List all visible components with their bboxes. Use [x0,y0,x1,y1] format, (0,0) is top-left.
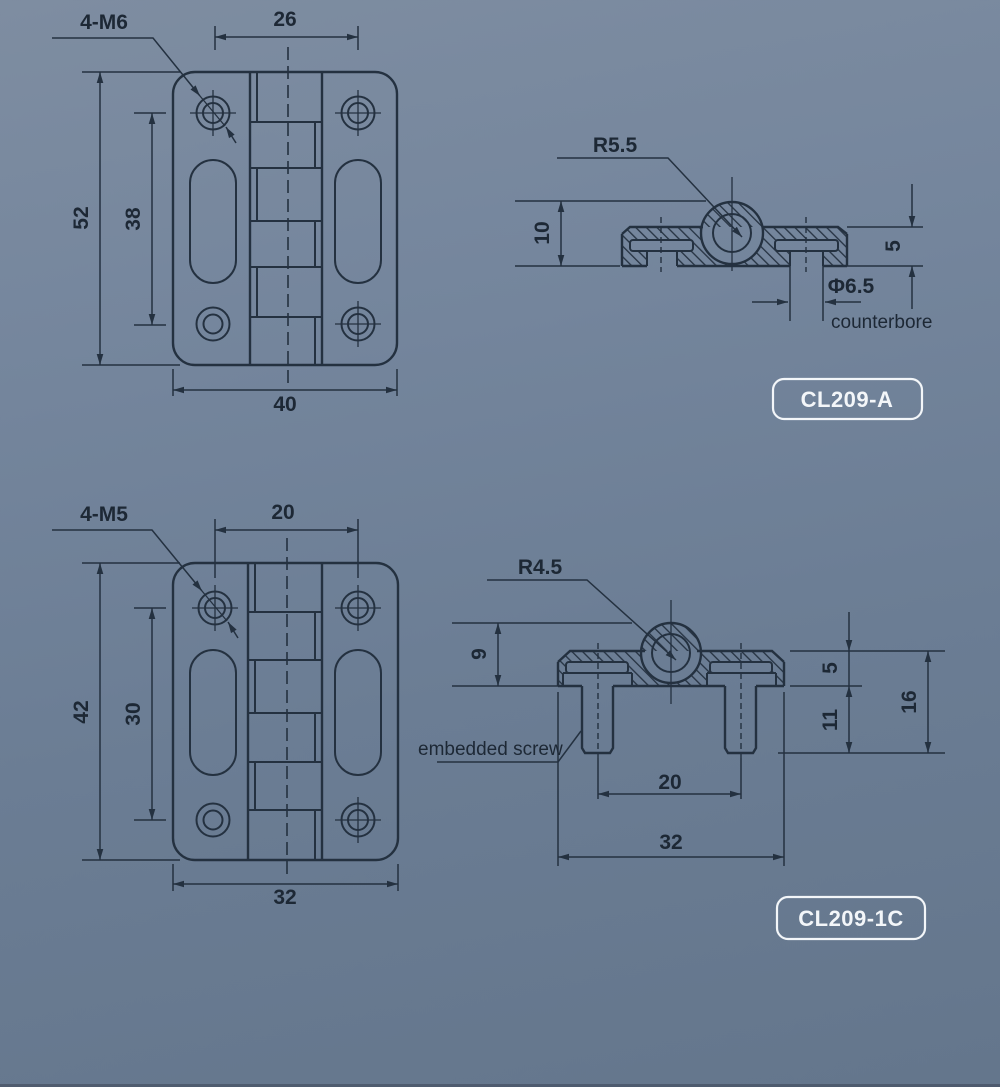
radius-label: R5.5 [593,134,638,157]
hole-callout-arrow [227,621,239,639]
dim10-label: 10 [531,221,554,244]
model-badge-1c-box [775,895,927,941]
knuckle-inset-lines [254,563,316,860]
model-badge-1c: CL209-1C [775,895,927,941]
slot-right [334,649,382,776]
model-badge-a-label: CL209-A [801,387,894,412]
dim20-label: 20 [271,501,294,524]
dim16-label: 16 [898,690,921,713]
screw-hole-top-right-icon [335,90,381,136]
hole-callout-leader [52,529,203,592]
radius-leader [487,579,677,661]
dim5-label: 5 [819,662,842,674]
radius-leader [557,157,743,238]
dim26-label: 26 [273,8,296,31]
model-badge-1c-label: CL209-1C [798,906,903,931]
dim11-label: 11 [819,709,842,732]
dim5-label: 5 [882,240,905,252]
leaf-barrel-boundaries [246,563,324,860]
dim10-extension-lines [515,200,706,267]
slot-left [189,159,237,284]
hinge-a-front-view: 4-M6 26 52 38 40 [52,8,399,416]
slot-left [189,649,237,776]
dim42-label: 42 [70,700,93,723]
counterbore-dia-label: Φ6.5 [828,275,875,298]
hole-callout-arrow [225,126,237,144]
hinge-body-outline [171,70,399,367]
screw-centerlines [597,643,742,758]
hole-callout-leader-through [199,95,226,127]
dim38-label: 38 [122,207,145,231]
counterbore-dim-extensions [789,266,824,321]
counterbore-note: counterbore [831,312,932,333]
hinge-1c-section-view: R4.5 9 5 11 16 20 32 embedded screw [418,556,945,866]
plate-outline [556,649,786,688]
screw-hole-bottom-left-icon [195,306,231,342]
section-hatch [622,202,847,266]
counterbore-right-walls [789,251,824,266]
dim9-extension-lines [452,622,632,687]
hinge-body-outline [171,561,400,862]
dim9-label: 9 [468,648,491,660]
hole-callout-leader-through [201,590,228,622]
screw-hole-bottom-left-icon [195,802,231,838]
knuckle-division-lines [250,121,322,318]
hole-callout-label: 4-M6 [80,11,128,34]
hinge-1c-front-view: 4-M5 20 42 30 32 [52,501,400,909]
knuckle-inset-lines [256,72,316,365]
dim52-label: 52 [70,206,93,229]
dim40-label: 40 [273,393,296,416]
dim32-label: 32 [273,886,296,909]
dim20-label: 20 [658,771,681,794]
screw-note-leader [437,730,582,763]
slot-right [334,159,382,284]
knuckle-division-lines [248,611,322,811]
hinge-a-section-view: R5.5 10 5 Φ6.5 counterbore [515,134,932,333]
screw-hole-bottom-right-icon [335,301,381,347]
screw-hole-top-left-icon [190,90,236,136]
head-slot-left [565,661,629,674]
counterbore-left-walls [646,251,678,266]
dim40-extension-lines [172,369,398,396]
model-badge-a-box [771,377,924,421]
hole-callout-leader [52,37,201,97]
screw-note-label: embedded screw [418,739,563,760]
dim32-extension-lines [557,692,785,866]
plate-outline [620,225,849,268]
hole-callout-label: 4-M5 [80,503,128,526]
hole-centerlines [660,217,807,272]
dim30-label: 30 [122,702,145,725]
screw-hole-top-left-icon [192,585,238,631]
model-badge-a: CL209-A [771,377,924,421]
radius-label: R4.5 [518,556,563,579]
leaf-barrel-boundaries [248,72,324,365]
dim32-label: 32 [659,831,682,854]
screw-hole-top-right-icon [335,585,381,631]
screw-hole-bottom-right-icon [335,797,381,843]
